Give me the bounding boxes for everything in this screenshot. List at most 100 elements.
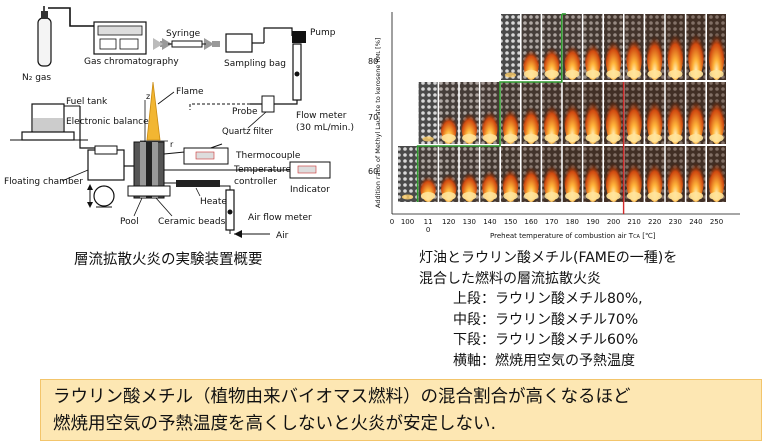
air-arrow-icon: [234, 230, 242, 238]
flame-photo-cell: [645, 82, 665, 144]
label-floating-chamber: Floating chamber: [4, 177, 83, 187]
flame-photo-cell: [645, 14, 665, 80]
x-tick-label: 160: [524, 218, 537, 226]
flame-photo-cell: [624, 14, 644, 80]
flame-photo-cell: [665, 14, 685, 80]
flow-arrow-icon: [204, 38, 214, 50]
caption-middle: 中段：ラウリン酸メチル70%: [453, 311, 639, 328]
x-tick-label: 250: [710, 218, 723, 226]
x-tick-label: 190: [586, 218, 599, 226]
flame-photo-cell: [439, 146, 459, 202]
x-tick-label: 0: [426, 226, 430, 234]
flame-photo-cell: [686, 82, 706, 144]
label-air: Air: [276, 231, 289, 241]
label-pool: Pool: [120, 217, 139, 227]
photo-cells: [398, 14, 726, 203]
flame-photo-cell: [521, 14, 541, 80]
flame-icon: [146, 81, 161, 141]
flame-photo-cell: [480, 146, 500, 203]
note-line-2: 燃焼用空気の予熱温度を高くしないと火炎が安定しない.: [53, 414, 497, 434]
flame-photo-cell: [707, 82, 726, 144]
label-quartz-filter: Quartz filter: [222, 127, 274, 137]
syringe: [168, 40, 206, 48]
photo-caption: 灯油とラウリン酸メチル(FAMEの一種)を 混合した燃料の層流拡散火炎 上段：ラ…: [419, 248, 779, 371]
flow-meter-tube: [292, 43, 302, 101]
stability-boundary: [416, 13, 625, 214]
flame-photo-cell: [480, 82, 500, 144]
sampling-bag: [225, 33, 264, 53]
flame-photo-cell: [521, 146, 541, 202]
electronic-balance: [21, 131, 75, 141]
fuel-tank: [31, 103, 80, 133]
x-tick-label: 130: [463, 218, 476, 226]
x-tick-label: 240: [689, 218, 702, 226]
flame-photo-cell: [542, 14, 562, 80]
flame-photo-cell: [604, 14, 623, 80]
x-tick-label: 120: [442, 218, 455, 226]
row-label-60: 60: [368, 167, 378, 176]
label-indicator: Indicator: [290, 185, 330, 195]
x-tick-label: 230: [669, 218, 682, 226]
x-tick-label: 150: [504, 218, 517, 226]
label-air-flow-meter: Air flow meter: [248, 213, 312, 223]
caption-lower: 下段：ラウリン酸メチル60%: [453, 332, 639, 348]
flame-photo-cell: [562, 146, 582, 202]
flame-photo-cell: [398, 146, 417, 202]
label-fuel-tank: Fuel tank: [66, 97, 108, 107]
flame-photo-grid: Addition ratio of Methyl Laurate to kero…: [368, 12, 740, 240]
label-ceramic-beads: Ceramic beads: [158, 217, 226, 227]
flame-photo-cell: [542, 146, 562, 203]
flame-photo-cell: [686, 146, 706, 202]
apparatus-diagram: N₂ gas Gas chromatography Syringe Sampli…: [4, 6, 354, 241]
x-tick-label: 220: [648, 218, 661, 226]
conclusion-note: ラウリン酸メチル（植物由来バイオマス燃料）の混合割合が高くなるほど 燃焼用空気の…: [40, 379, 762, 441]
label-n2-gas: N₂ gas: [22, 73, 51, 83]
n2-gas-cylinder: [37, 6, 52, 67]
flame-photo-cell: [665, 82, 685, 144]
caption-line-2: 混合した燃料の層流拡散火炎: [419, 270, 601, 287]
flame-photo-cell: [604, 146, 623, 202]
flame-photo-cell: [624, 146, 644, 202]
caption-line-1: 灯油とラウリン酸メチル(FAMEの一種)を: [419, 250, 678, 266]
heater: [176, 180, 220, 187]
flame-photo-cell: [604, 82, 623, 144]
apparatus-caption: 層流拡散火炎の実験装置概要: [74, 252, 263, 268]
label-thermocouple: Thermocouple: [235, 151, 301, 161]
x-tick-label: 140: [483, 218, 496, 226]
flame-photo-cell: [665, 146, 685, 202]
label-probe: Probe: [232, 107, 258, 117]
flame-photo-cell: [562, 14, 582, 80]
flame-photo-cell: [624, 82, 644, 144]
flame-photo-cell: [501, 82, 520, 144]
quartz-filter: [261, 95, 275, 113]
flame-photo-cell: [459, 146, 479, 202]
label-heater: Heater: [200, 197, 231, 207]
row-label-70: 70: [368, 113, 378, 122]
label-axis-r: r: [170, 140, 174, 149]
flame-photo-cell: [459, 82, 479, 144]
flame-photo-cell: [707, 14, 726, 80]
x-tick-label: 170: [545, 218, 558, 226]
flame-photo-cell: [501, 14, 520, 80]
label-flow-meter: Flow meter: [296, 111, 347, 121]
flame-photo-cell: [645, 146, 665, 202]
flame-photo-cell: [521, 82, 541, 144]
flame-photo-cell: [686, 14, 706, 80]
flame-photo-cell: [501, 146, 520, 202]
gas-chromatography-unit: [93, 21, 147, 55]
flame-photo-cell: [542, 82, 562, 144]
label-flame: Flame: [176, 87, 204, 97]
label-axis-z: z: [146, 92, 150, 101]
flame-photo-cell: [418, 146, 438, 202]
x-tick-label: 200: [607, 218, 620, 226]
label-syringe: Syringe: [166, 29, 201, 39]
label-gas-chromatography: Gas chromatography: [84, 57, 179, 67]
row-labels: 80 70 60: [368, 57, 378, 176]
y-axis-label: Addition ratio of Methyl Laurate to kero…: [374, 38, 382, 208]
caption-horizontal: 横軸：燃焼用空気の予熱温度: [453, 352, 635, 369]
burner-assembly: [127, 141, 171, 199]
note-line-1: ラウリン酸メチル（植物由来バイオマス燃料）の混合割合が高くなるほど: [53, 387, 631, 407]
row-label-80: 80: [368, 57, 378, 66]
flame-photo-cell: [707, 146, 726, 202]
